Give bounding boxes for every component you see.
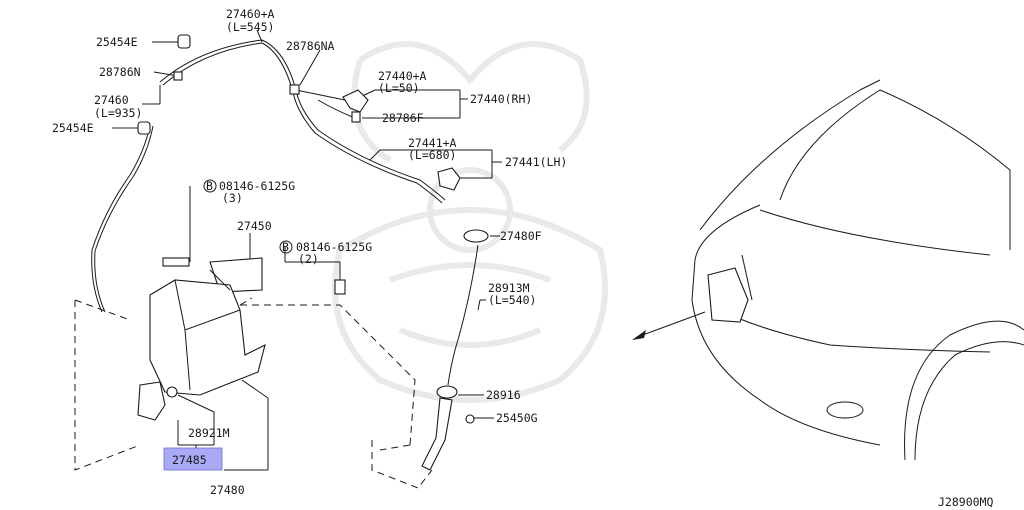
bolt-symbol-2: B xyxy=(279,240,293,254)
bolt-symbol-1: B xyxy=(203,179,217,193)
label-27441lh[interactable]: 27441(LH) xyxy=(505,155,567,169)
nozzle-27440-rh[interactable] xyxy=(342,89,369,113)
label-25454e-low[interactable]: 25454E xyxy=(52,121,94,135)
vehicle-drawing xyxy=(632,79,1024,461)
hose-lines xyxy=(91,39,446,313)
clip-25454e-low[interactable] xyxy=(137,121,151,135)
label-28913m-length: (L=540) xyxy=(488,293,536,307)
label-27460-length: (L=935) xyxy=(94,106,142,120)
svg-text:B: B xyxy=(206,179,213,193)
svg-text:B: B xyxy=(282,240,289,254)
label-bolt-2-qty: (2) xyxy=(298,252,319,266)
nozzle-27441-lh[interactable] xyxy=(437,167,461,191)
part-labels: 25454E 27460+A (L=545) 28786NA 28786N 27… xyxy=(52,7,993,509)
vehicle-tank-location xyxy=(707,267,749,323)
washer-tank-27480[interactable] xyxy=(149,279,266,396)
connector-28786f[interactable] xyxy=(351,111,361,123)
label-27450[interactable]: 27450 xyxy=(237,219,272,233)
label-28786n[interactable]: 28786N xyxy=(99,65,141,79)
part-highlight xyxy=(163,447,223,471)
clip-25450g[interactable] xyxy=(465,414,475,424)
label-bolt-1-qty: (3) xyxy=(222,191,243,205)
label-25450g[interactable]: 25450G xyxy=(496,411,538,425)
dashed-outlines xyxy=(74,297,433,489)
bolt-08146-a[interactable] xyxy=(162,257,190,267)
label-27480f[interactable]: 27480F xyxy=(500,229,542,243)
label-27460a-length: (L=545) xyxy=(226,20,274,34)
diagram-id: J28900MQ xyxy=(938,495,993,509)
clip-25454e-top[interactable] xyxy=(177,34,191,49)
pump-28921m[interactable] xyxy=(137,381,166,421)
bolt-08146-b[interactable] xyxy=(334,279,346,295)
grommet[interactable] xyxy=(166,386,178,398)
label-27441a-length: (L=680) xyxy=(408,148,456,162)
label-27440a-length: (L=50) xyxy=(378,81,420,95)
arrow-head xyxy=(632,330,646,340)
label-28916[interactable]: 28916 xyxy=(486,388,521,402)
label-28913m[interactable]: 28913M xyxy=(488,281,530,295)
connector-28786n[interactable] xyxy=(173,71,183,81)
label-28786f[interactable]: 28786F xyxy=(382,111,424,125)
label-27480[interactable]: 27480 xyxy=(210,483,245,497)
connector-28786na[interactable] xyxy=(289,84,300,95)
label-27440rh[interactable]: 27440(RH) xyxy=(470,92,532,106)
seal-28916[interactable] xyxy=(436,385,458,399)
label-27460a[interactable]: 27460+A xyxy=(226,7,275,21)
cap-27480f[interactable] xyxy=(463,229,489,243)
filler-neck[interactable] xyxy=(421,397,453,471)
watermark-emblem xyxy=(332,41,608,403)
label-28921m[interactable]: 28921M xyxy=(188,426,230,440)
label-bolt-2[interactable]: 08146-6125G xyxy=(296,240,372,254)
label-28786na[interactable]: 28786NA xyxy=(286,39,335,53)
parts xyxy=(137,34,489,471)
label-27485[interactable]: 27485 xyxy=(172,453,207,467)
label-27440a[interactable]: 27440+A xyxy=(378,69,427,83)
label-bolt-1[interactable]: 08146-6125G xyxy=(219,179,295,193)
label-27441a[interactable]: 27441+A xyxy=(408,136,457,150)
label-27460[interactable]: 27460 xyxy=(94,93,129,107)
label-25454e-top[interactable]: 25454E xyxy=(96,35,138,49)
leader-lines xyxy=(112,29,502,471)
